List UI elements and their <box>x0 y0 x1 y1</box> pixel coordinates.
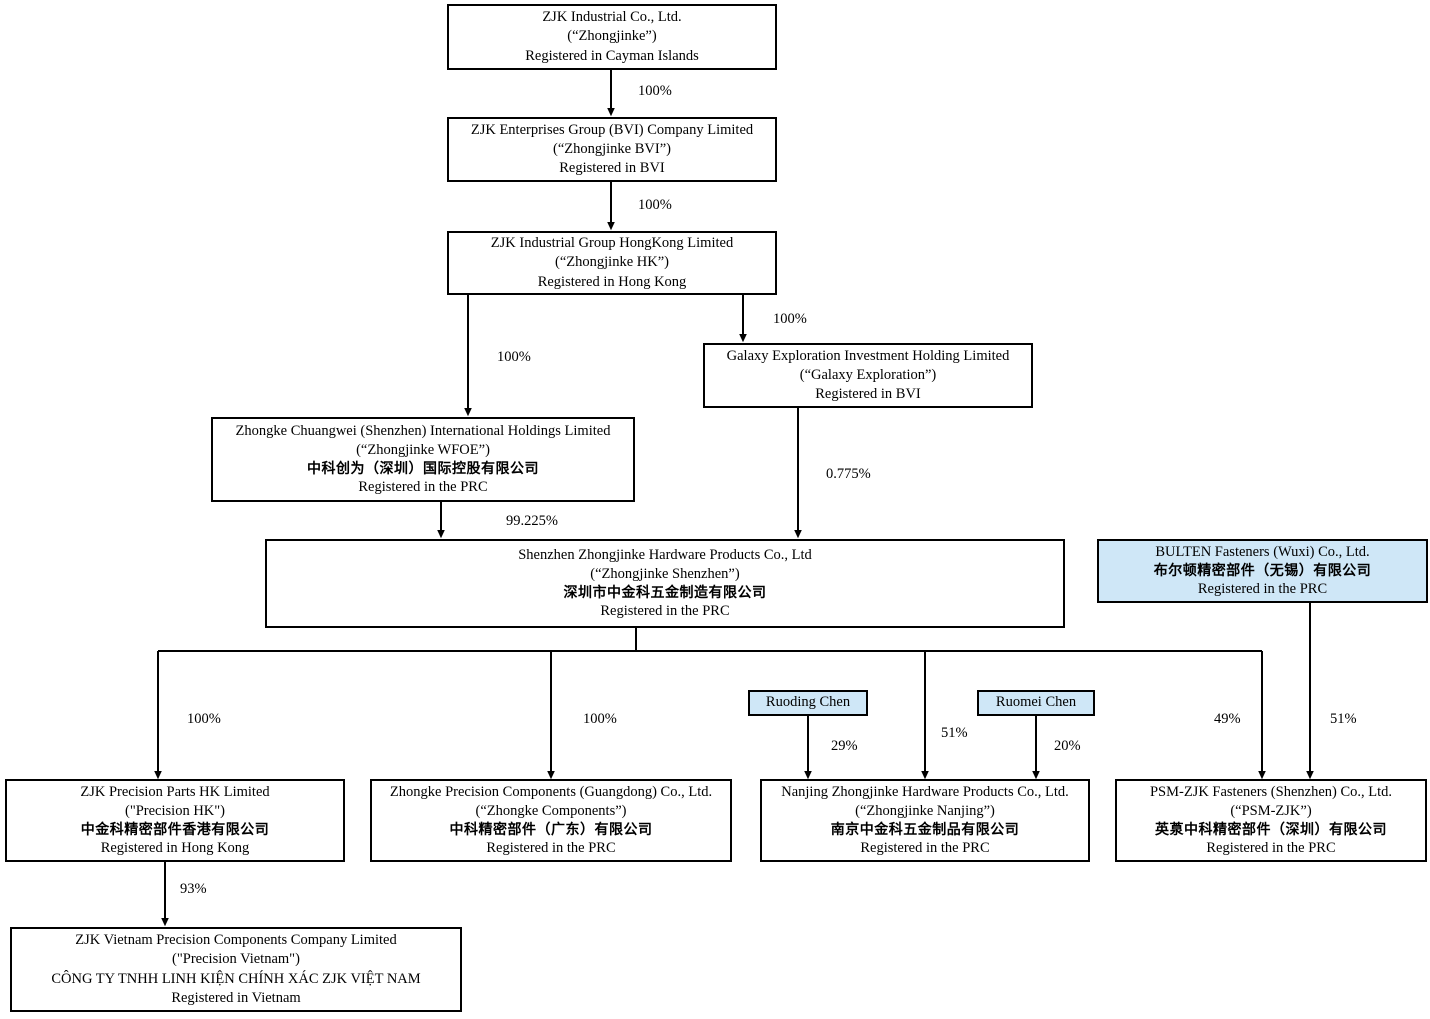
node-vietnam-name-vn: CÔNG TY TNHH LINH KIỆN CHÍNH XÁC ZJK VIỆ… <box>51 970 421 987</box>
node-zjk-cayman-short: (“Zhongjinke”) <box>567 28 657 45</box>
node-zhongke-components-name-cn: 中科精密部件（广东）有限公司 <box>449 821 653 838</box>
node-bulten-wuxi[interactable]: BULTEN Fasteners (Wuxi) Co., Ltd. 布尔顿精密部… <box>1097 539 1428 603</box>
node-precision-hk[interactable]: ZJK Precision Parts HK Limited ("Precisi… <box>5 779 345 862</box>
edge-label-bulten-to-psmzjk: 51% <box>1330 711 1357 727</box>
edge-label-precisionhk-to-vietnam: 93% <box>180 881 207 897</box>
node-galaxy-registered: Registered in BVI <box>815 386 921 403</box>
node-nanjing-registered: Registered in the PRC <box>860 840 990 857</box>
node-psm-zjk-name: PSM-ZJK Fasteners (Shenzhen) Co., Ltd. <box>1149 783 1393 800</box>
node-shenzhen-name: Shenzhen Zhongjinke Hardware Products Co… <box>518 546 812 563</box>
node-precision-hk-registered: Registered in Hong Kong <box>100 840 250 857</box>
node-galaxy-name: Galaxy Exploration Investment Holding Li… <box>726 347 1010 364</box>
node-zjk-hk-name: ZJK Industrial Group HongKong Limited <box>490 235 734 252</box>
node-vietnam-short: ("Precision Vietnam") <box>172 951 300 968</box>
node-galaxy-exploration[interactable]: Galaxy Exploration Investment Holding Li… <box>703 343 1033 408</box>
node-vietnam-name: ZJK Vietnam Precision Components Company… <box>75 932 397 949</box>
node-zhongke-components-name: Zhongke Precision Components (Guangdong)… <box>389 783 713 800</box>
node-psm-zjk-short: (“PSM-ZJK”) <box>1230 802 1312 819</box>
node-wfoe-registered: Registered in the PRC <box>358 479 488 496</box>
edge-label-ruoding-to-nanjing: 29% <box>831 738 858 754</box>
node-nanjing-name-cn: 南京中金科五金制品有限公司 <box>830 821 1020 838</box>
node-nanjing-short: (“Zhongjinke Nanjing”) <box>855 802 995 819</box>
node-zhongke-components-registered: Registered in the PRC <box>486 840 616 857</box>
node-psm-zjk[interactable]: PSM-ZJK Fasteners (Shenzhen) Co., Ltd. (… <box>1115 779 1427 862</box>
node-zjk-cayman[interactable]: ZJK Industrial Co., Ltd. (“Zhongjinke”) … <box>447 4 777 70</box>
node-zhongjinke-shenzhen[interactable]: Shenzhen Zhongjinke Hardware Products Co… <box>265 539 1065 628</box>
node-zjk-bvi-name: ZJK Enterprises Group (BVI) Company Limi… <box>470 121 754 138</box>
node-ruomei-chen-name: Ruomei Chen <box>995 694 1077 711</box>
node-zjk-hk[interactable]: ZJK Industrial Group HongKong Limited (“… <box>447 231 777 295</box>
edge-label-hk-to-wfoe: 100% <box>497 349 531 365</box>
edge-label-galaxy-to-shenzhen: 0.775% <box>826 466 871 482</box>
edge-label-cayman-to-bvi: 100% <box>638 83 672 99</box>
node-shenzhen-name-cn: 深圳市中金科五金制造有限公司 <box>563 584 767 601</box>
node-psm-zjk-registered: Registered in the PRC <box>1206 840 1336 857</box>
node-galaxy-short: (“Galaxy Exploration”) <box>799 366 937 383</box>
node-wfoe-name-cn: 中科创为（深圳）国际控股有限公司 <box>307 460 539 477</box>
edge-label-bvi-to-hk: 100% <box>638 197 672 213</box>
node-bulten-name-cn: 布尔顿精密部件（无锡）有限公司 <box>1153 562 1372 579</box>
node-precision-hk-name-cn: 中金科精密部件香港有限公司 <box>80 821 270 838</box>
node-zjk-bvi[interactable]: ZJK Enterprises Group (BVI) Company Limi… <box>447 117 777 182</box>
node-zjk-hk-short: (“Zhongjinke HK”) <box>555 254 669 271</box>
node-ruoding-chen-name: Ruoding Chen <box>765 694 851 711</box>
node-shenzhen-short: (“Zhongjinke Shenzhen”) <box>590 565 740 582</box>
node-ruomei-chen[interactable]: Ruomei Chen <box>977 690 1095 716</box>
node-wfoe-short: (“Zhongjinke WFOE”) <box>356 441 490 458</box>
node-zhongjinke-nanjing[interactable]: Nanjing Zhongjinke Hardware Products Co.… <box>760 779 1090 862</box>
node-zjk-hk-registered: Registered in Hong Kong <box>537 273 687 290</box>
node-nanjing-name: Nanjing Zhongjinke Hardware Products Co.… <box>781 783 1069 800</box>
node-ruoding-chen[interactable]: Ruoding Chen <box>748 690 868 716</box>
edge-label-hk-to-galaxy: 100% <box>773 311 807 327</box>
node-psm-zjk-name-cn: 英葲中科精密部件（深圳）有限公司 <box>1155 821 1387 838</box>
node-wfoe-name: Zhongke Chuangwei (Shenzhen) Internation… <box>235 422 611 439</box>
node-precision-vietnam[interactable]: ZJK Vietnam Precision Components Company… <box>10 927 462 1012</box>
node-zjk-cayman-name: ZJK Industrial Co., Ltd. <box>542 9 682 26</box>
edge-label-wfoe-to-shenzhen: 99.225% <box>506 513 558 529</box>
node-shenzhen-registered: Registered in the PRC <box>600 603 730 620</box>
node-zjk-cayman-registered: Registered in Cayman Islands <box>525 47 699 64</box>
node-zhongjinke-wfoe[interactable]: Zhongke Chuangwei (Shenzhen) Internation… <box>211 417 635 502</box>
node-precision-hk-short: ("Precision HK") <box>124 802 226 819</box>
node-zhongke-components[interactable]: Zhongke Precision Components (Guangdong)… <box>370 779 732 862</box>
edge-label-shenzhen-to-precisionhk: 100% <box>187 711 221 727</box>
node-zjk-bvi-registered: Registered in BVI <box>559 160 665 177</box>
node-bulten-name: BULTEN Fasteners (Wuxi) Co., Ltd. <box>1155 543 1370 560</box>
node-zjk-bvi-short: (“Zhongjinke BVI”) <box>553 140 671 157</box>
node-zhongke-components-short: (“Zhongke Components”) <box>475 802 627 819</box>
edge-label-shenzhen-to-psmzjk: 49% <box>1214 711 1241 727</box>
node-precision-hk-name: ZJK Precision Parts HK Limited <box>80 783 270 800</box>
node-bulten-registered: Registered in the PRC <box>1197 581 1328 598</box>
edge-label-ruomei-to-nanjing: 20% <box>1054 738 1081 754</box>
edge-label-shenzhen-to-nanjing: 51% <box>941 725 968 741</box>
edge-label-shenzhen-to-zhongke: 100% <box>583 711 617 727</box>
node-vietnam-registered: Registered in Vietnam <box>171 989 301 1006</box>
